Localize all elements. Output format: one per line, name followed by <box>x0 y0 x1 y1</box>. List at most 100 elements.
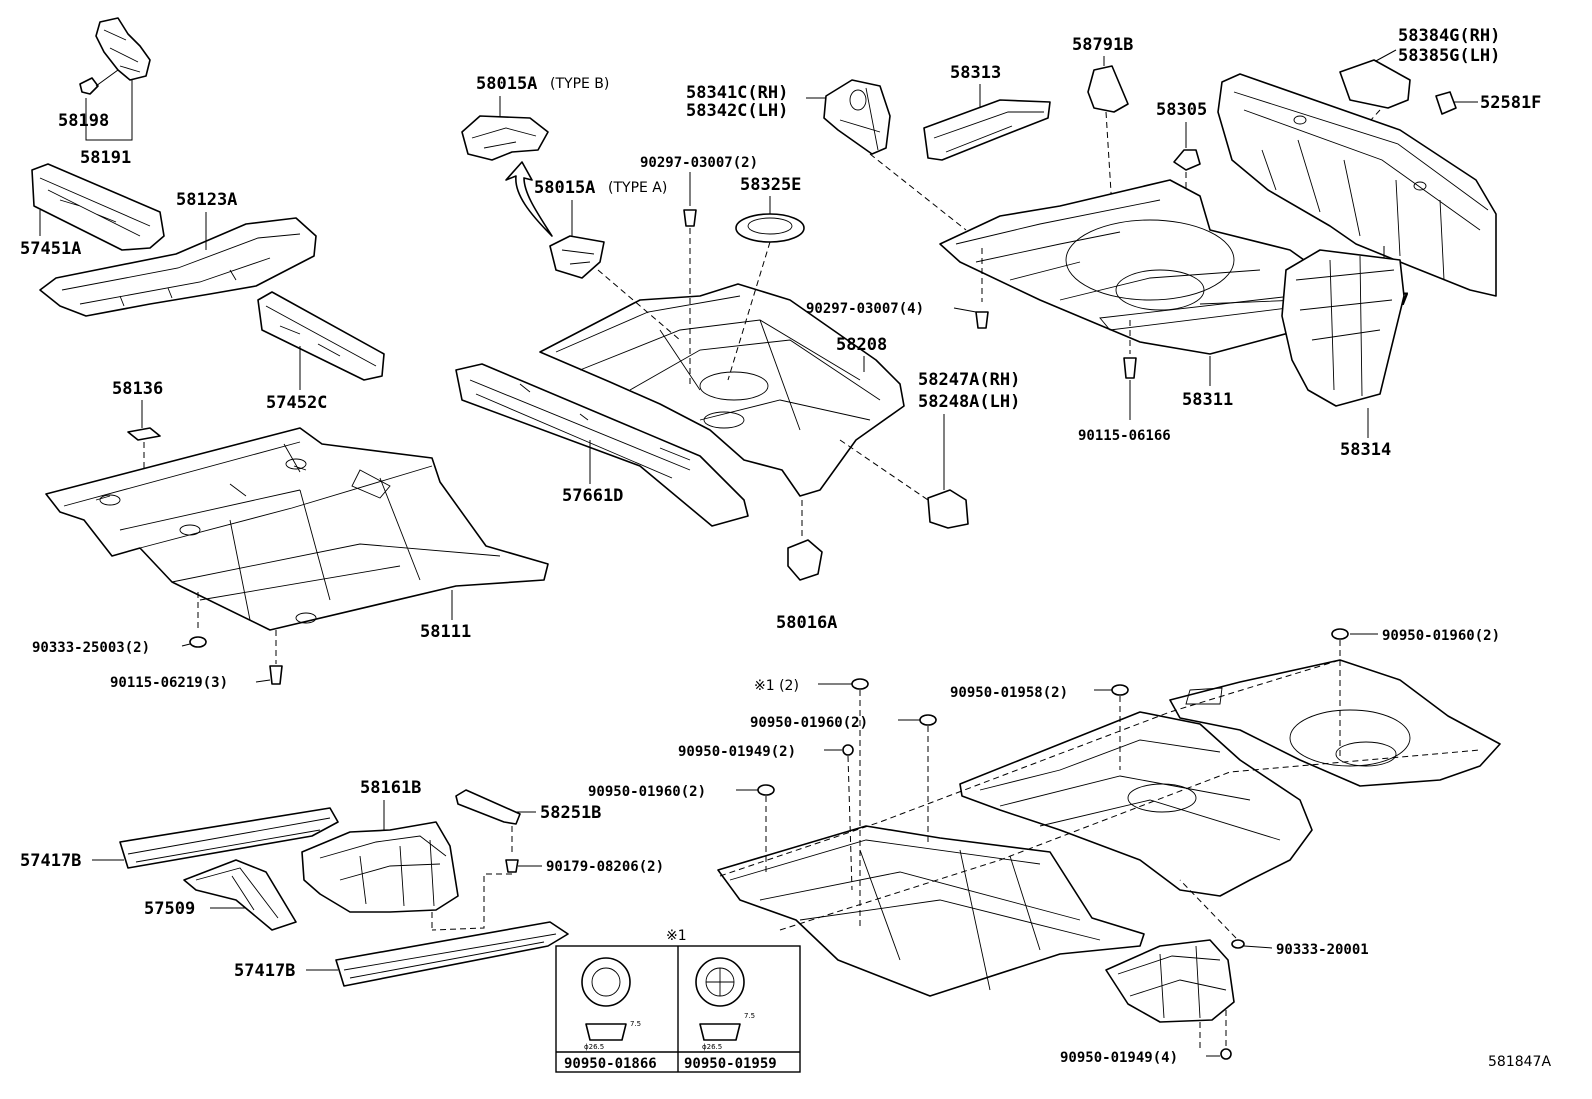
label-58191: 58191 <box>80 148 131 168</box>
label-58248A: 58248A(LH) <box>918 392 1020 412</box>
label-58161B: 58161B <box>360 778 421 798</box>
label-90950-01959: 90950-01959 <box>684 1056 777 1072</box>
bracket-58341C <box>823 79 891 155</box>
dim-height-left: 7.5 <box>630 1020 641 1028</box>
plug-90950-01949-4 <box>1220 1048 1232 1060</box>
plug-90950-01960-a <box>1331 628 1349 640</box>
member-58123A <box>39 217 317 317</box>
label-57451A: 57451A <box>20 239 81 259</box>
label-58251B: 58251B <box>540 803 601 823</box>
bolt-90179-08206 <box>505 859 519 873</box>
grommet-ref1 <box>851 678 869 690</box>
bracket-58161B <box>301 821 459 913</box>
label-90333-20001: 90333-20001 <box>1276 942 1369 958</box>
floor-pan-58111 <box>45 427 549 631</box>
label-58385G: 58385G(LH) <box>1398 46 1500 66</box>
clip-58198 <box>79 69 119 95</box>
label-58314: 58314 <box>1340 440 1391 460</box>
dim-dia-left: ϕ26.5 <box>584 1043 604 1051</box>
label-ref1-qty: ※1 (2) <box>754 678 799 694</box>
member-57452C <box>257 291 385 381</box>
label-type-b: (TYPE B) <box>550 76 609 92</box>
bracket-58305 <box>1173 149 1201 171</box>
label-58198: 58198 <box>58 111 109 131</box>
label-58016A: 58016A <box>776 613 837 633</box>
panel-58307 <box>1217 73 1497 297</box>
label-58791B: 58791B <box>1072 35 1133 55</box>
label-90950-01960-c: 90950-01960(2) <box>588 784 706 800</box>
label-57509: 57509 <box>144 899 195 919</box>
dim-height-right: 7.5 <box>744 1012 755 1020</box>
rail-57661D <box>455 363 749 527</box>
bolt-90115-06219 <box>269 665 283 685</box>
rocker-57417B-bottom <box>335 921 569 987</box>
bracket-58791B <box>1087 65 1129 113</box>
label-90115-06166: 90115-06166 <box>1078 428 1171 444</box>
panel-58313 <box>923 99 1051 161</box>
label-90179-08206: 90179-08206(2) <box>546 859 664 875</box>
bracket-57509 <box>183 859 297 931</box>
label-90297-03007-2: 90297-03007(2) <box>640 155 758 171</box>
label-90297-03007-4: 90297-03007(4) <box>806 301 924 317</box>
patch-58136 <box>127 427 161 441</box>
bracket-58247A <box>927 489 969 529</box>
ref1-box-label: ※1 <box>666 928 687 944</box>
rocker-57417B-top <box>119 807 339 869</box>
plug-90333-20001 <box>1231 939 1245 949</box>
label-52581F: 52581F <box>1480 93 1541 113</box>
floor-assembly-overview <box>717 659 1501 997</box>
panel-58314 <box>1281 249 1405 407</box>
arrow-type-change <box>505 161 553 237</box>
label-58384G: 58384G(RH) <box>1398 26 1500 46</box>
bracket-58015A-typeA <box>549 235 605 279</box>
bracket-58015A-typeB <box>461 115 549 161</box>
label-58305: 58305 <box>1156 100 1207 120</box>
label-57417B-top: 57417B <box>20 851 81 871</box>
member-57451A <box>31 163 165 251</box>
plug-90950-01958 <box>1111 684 1129 696</box>
label-90333-25003: 90333-25003(2) <box>32 640 150 656</box>
bolt-90115-06166 <box>1123 357 1137 379</box>
bracket-58251B <box>455 789 521 825</box>
label-90950-01960-b: 90950-01960(2) <box>750 715 868 731</box>
cover-52581F <box>1435 91 1457 115</box>
plug-90333-25003 <box>189 636 207 648</box>
bolt-90297-03007-4 <box>975 311 989 329</box>
grommet-90950-01959 <box>695 957 745 1041</box>
plug-90950-01960-b <box>919 714 937 726</box>
bracket-58384G <box>1339 59 1411 109</box>
bracket-58016A <box>787 539 823 581</box>
label-57661D: 57661D <box>562 486 623 506</box>
label-58015A-typeA: 58015A <box>534 178 595 198</box>
plug-90950-01949-2 <box>842 744 854 756</box>
dim-dia-right: ϕ26.5 <box>702 1043 722 1051</box>
label-57417B-bottom: 57417B <box>234 961 295 981</box>
floor-pan-58208 <box>539 283 905 497</box>
label-90950-01949-2: 90950-01949(2) <box>678 744 796 760</box>
bolt-90297-03007 <box>683 209 697 227</box>
label-90950-01949-4: 90950-01949(4) <box>1060 1050 1178 1066</box>
bracket-lower-right <box>1105 939 1235 1023</box>
grommet-90950-01866 <box>581 957 631 1041</box>
label-58015A-typeB: 58015A <box>476 74 537 94</box>
label-58313: 58313 <box>950 63 1001 83</box>
label-57452C: 57452C <box>266 393 327 413</box>
label-58342C: 58342C(LH) <box>686 101 788 121</box>
label-58311: 58311 <box>1182 390 1233 410</box>
floor-pan-58311 <box>939 179 1345 355</box>
label-90950-01958: 90950-01958(2) <box>950 685 1068 701</box>
label-type-a: (TYPE A) <box>608 180 667 196</box>
label-58111: 58111 <box>420 622 471 642</box>
label-90115-06219: 90115-06219(3) <box>110 675 228 691</box>
label-58208: 58208 <box>836 335 887 355</box>
label-58247A: 58247A(RH) <box>918 370 1020 390</box>
label-90950-01960-a: 90950-01960(2) <box>1382 628 1500 644</box>
label-58123A: 58123A <box>176 190 237 210</box>
plug-90950-01960-c <box>757 784 775 796</box>
label-58341C: 58341C(RH) <box>686 83 788 103</box>
label-58325E: 58325E <box>740 175 801 195</box>
diagram-id: 581847A <box>1488 1054 1551 1070</box>
bracket-58191 <box>95 17 151 81</box>
label-90950-01866: 90950-01866 <box>564 1056 657 1072</box>
